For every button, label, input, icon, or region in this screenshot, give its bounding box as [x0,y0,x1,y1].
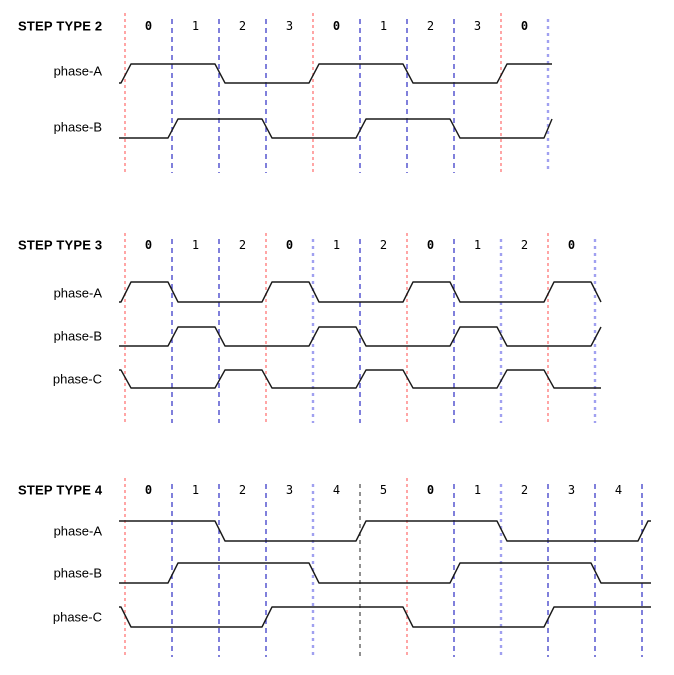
step-number-label: 2 [238,19,247,33]
step-number-label: 2 [379,238,388,252]
step-number-label: 1 [332,238,341,252]
waveform-phase-C [119,369,601,389]
step-number-label: 1 [191,19,200,33]
waveform-phase-B [119,562,651,584]
step-number-label: 1 [473,483,482,497]
phase-label: phase-A [53,285,102,301]
waveform-phase-A [119,63,552,84]
step-number-label: 1 [191,238,200,252]
step-number-label: 0 [144,19,153,33]
step-number-label: 2 [238,483,247,497]
step-number-label: 2 [520,238,529,252]
phase-label: phase-A [53,523,102,539]
phase-label: phase-B [53,565,102,581]
step-number-label: 1 [191,483,200,497]
section-title-step-type-2: STEP TYPE 2 [18,18,103,34]
step-number-label: 4 [614,483,623,497]
step-number-label: 2 [520,483,529,497]
phase-label: phase-B [53,328,102,344]
phase-label: phase-C [52,371,102,387]
step-number-label: 1 [379,19,388,33]
phase-label: phase-C [52,609,102,625]
step-number-label: 0 [520,19,529,33]
step-number-label: 2 [426,19,435,33]
step-number-label: 0 [426,238,435,252]
step-number-label: 4 [332,483,341,497]
step-number-label: 0 [144,483,153,497]
step-number-label: 0 [144,238,153,252]
step-number-label: 3 [285,483,294,497]
section-title-step-type-4: STEP TYPE 4 [18,482,103,498]
waveform-phase-B [119,326,602,347]
step-number-label: 1 [473,238,482,252]
waveform-phase-A [119,520,651,542]
waveform-phase-A [119,281,602,303]
step-number-label: 5 [379,483,388,497]
waveform-phase-C [119,606,651,628]
phase-label: phase-A [53,63,102,79]
step-number-label: 0 [426,483,435,497]
step-number-label: 2 [238,238,247,252]
step-number-label: 0 [332,19,341,33]
step-number-label: 3 [473,19,482,33]
step-number-label: 0 [285,238,294,252]
phase-label: phase-B [53,119,102,135]
step-number-label: 0 [567,238,576,252]
step-number-label: 3 [285,19,294,33]
step-number-label: 3 [567,483,576,497]
waveform-phase-B [119,118,553,139]
section-title-step-type-3: STEP TYPE 3 [18,237,103,253]
